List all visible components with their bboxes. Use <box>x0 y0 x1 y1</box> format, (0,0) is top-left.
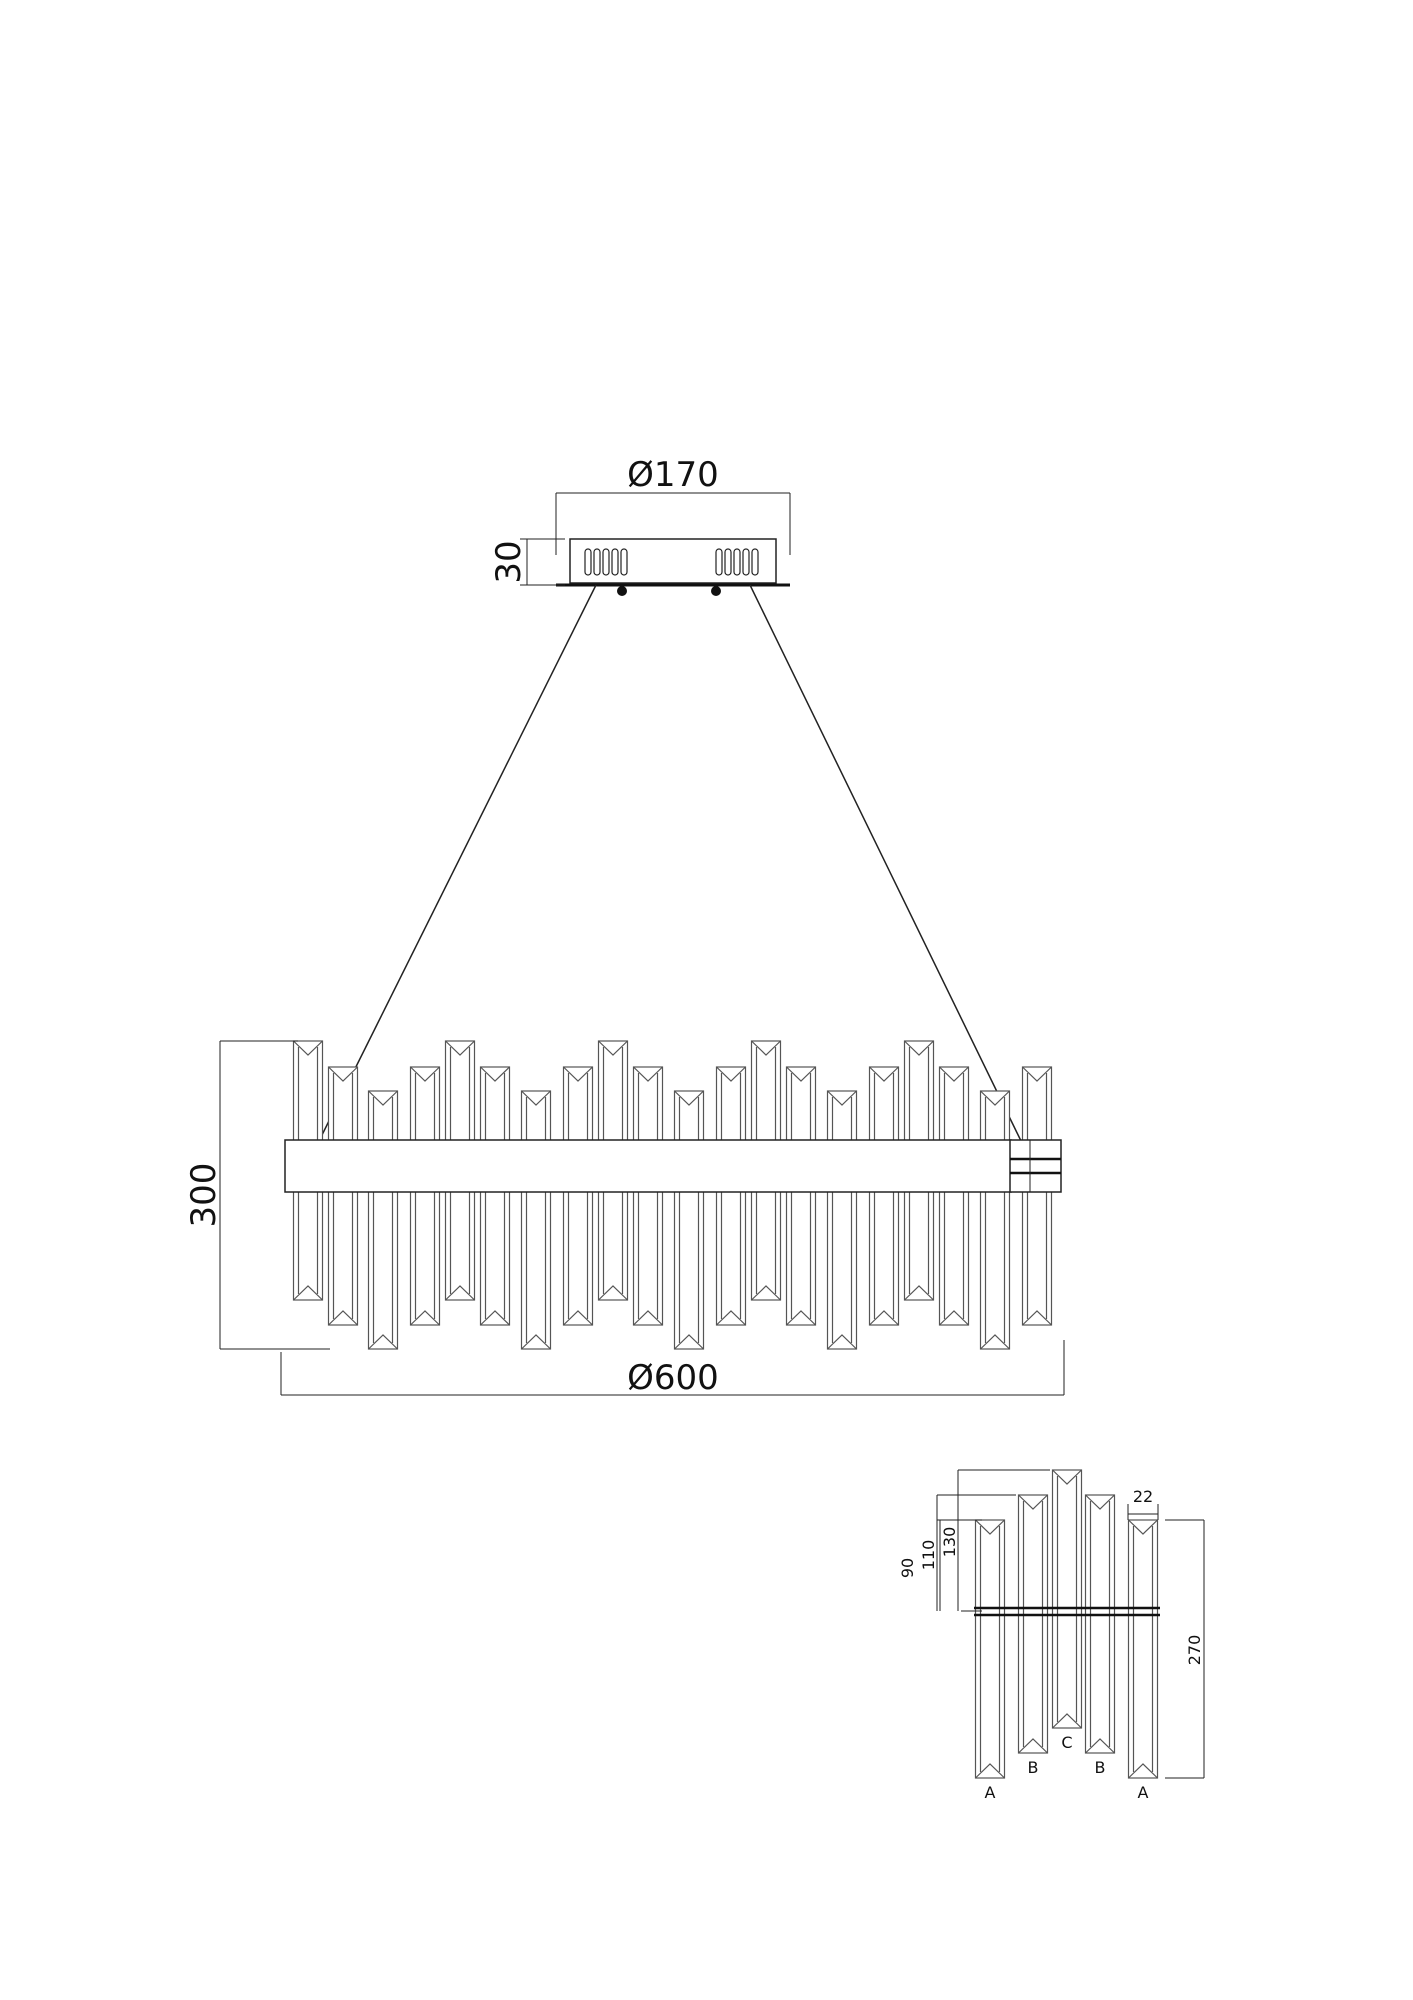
crystal-label-c: C <box>1061 1733 1072 1752</box>
crystal-label-a-right: A <box>1138 1783 1149 1802</box>
frame-end-cap <box>1009 1139 1062 1193</box>
overall-height-label: 300 <box>184 1163 224 1228</box>
detail-offset-90: 90 <box>898 1558 917 1578</box>
detail-crystal <box>1127 1519 1159 1779</box>
overall-height-dimension <box>219 1040 330 1350</box>
crystal-rod <box>520 1090 552 1350</box>
crystal-rod <box>327 1066 359 1326</box>
canopy <box>556 538 790 596</box>
detail-crystal <box>974 1519 1006 1779</box>
crystal-rod <box>826 1090 858 1350</box>
frame-bar <box>284 1139 1012 1193</box>
canopy-screw-right <box>711 586 721 596</box>
crystal-width-dimension <box>1127 1504 1159 1520</box>
crystal-label-b-left: B <box>1028 1758 1039 1777</box>
suspension-cable-left <box>317 584 597 1144</box>
crystal-rod <box>632 1066 664 1326</box>
suspension-cable-right <box>749 584 1023 1144</box>
crystal-rod <box>785 1066 817 1326</box>
crystal-label-a-left: A <box>985 1783 996 1802</box>
detail-offset-110: 110 <box>919 1540 938 1571</box>
detail-offset-130: 130 <box>940 1527 959 1558</box>
overall-diameter-dimension <box>280 1340 1065 1396</box>
crystal-rod <box>1021 1066 1053 1326</box>
crystal-array <box>292 1040 1053 1350</box>
crystal-rod <box>938 1066 970 1326</box>
crystal-detail <box>974 1469 1160 1779</box>
crystal-rod <box>673 1090 705 1350</box>
crystal-rod <box>479 1066 511 1326</box>
detail-crystal <box>1051 1469 1083 1729</box>
crystal-length-dimension <box>1165 1519 1205 1779</box>
crystal-rod <box>367 1090 399 1350</box>
detail-crystal <box>1017 1494 1049 1754</box>
crystal-rod <box>979 1090 1011 1350</box>
crystal-width-label: 22 <box>1133 1487 1153 1506</box>
canopy-diameter-dimension <box>555 492 791 555</box>
crystal-rod <box>715 1066 747 1326</box>
canopy-vent-left <box>584 548 628 576</box>
overall-diameter-label: Ø600 <box>627 1358 719 1398</box>
crystal-length-label: 270 <box>1185 1635 1204 1666</box>
crystal-rod <box>868 1066 900 1326</box>
canopy-diameter-label: Ø170 <box>627 455 719 495</box>
detail-crystal <box>1084 1494 1116 1754</box>
canopy-height-label: 30 <box>489 540 529 583</box>
canopy-height-dimension <box>520 538 565 586</box>
canopy-vent-right <box>715 548 759 576</box>
canopy-screw-left <box>617 586 627 596</box>
crystal-rod <box>562 1066 594 1326</box>
crystal-label-b-right: B <box>1095 1758 1106 1777</box>
detail-offset-dimensions <box>936 1469 1050 1612</box>
crystal-rod <box>409 1066 441 1326</box>
